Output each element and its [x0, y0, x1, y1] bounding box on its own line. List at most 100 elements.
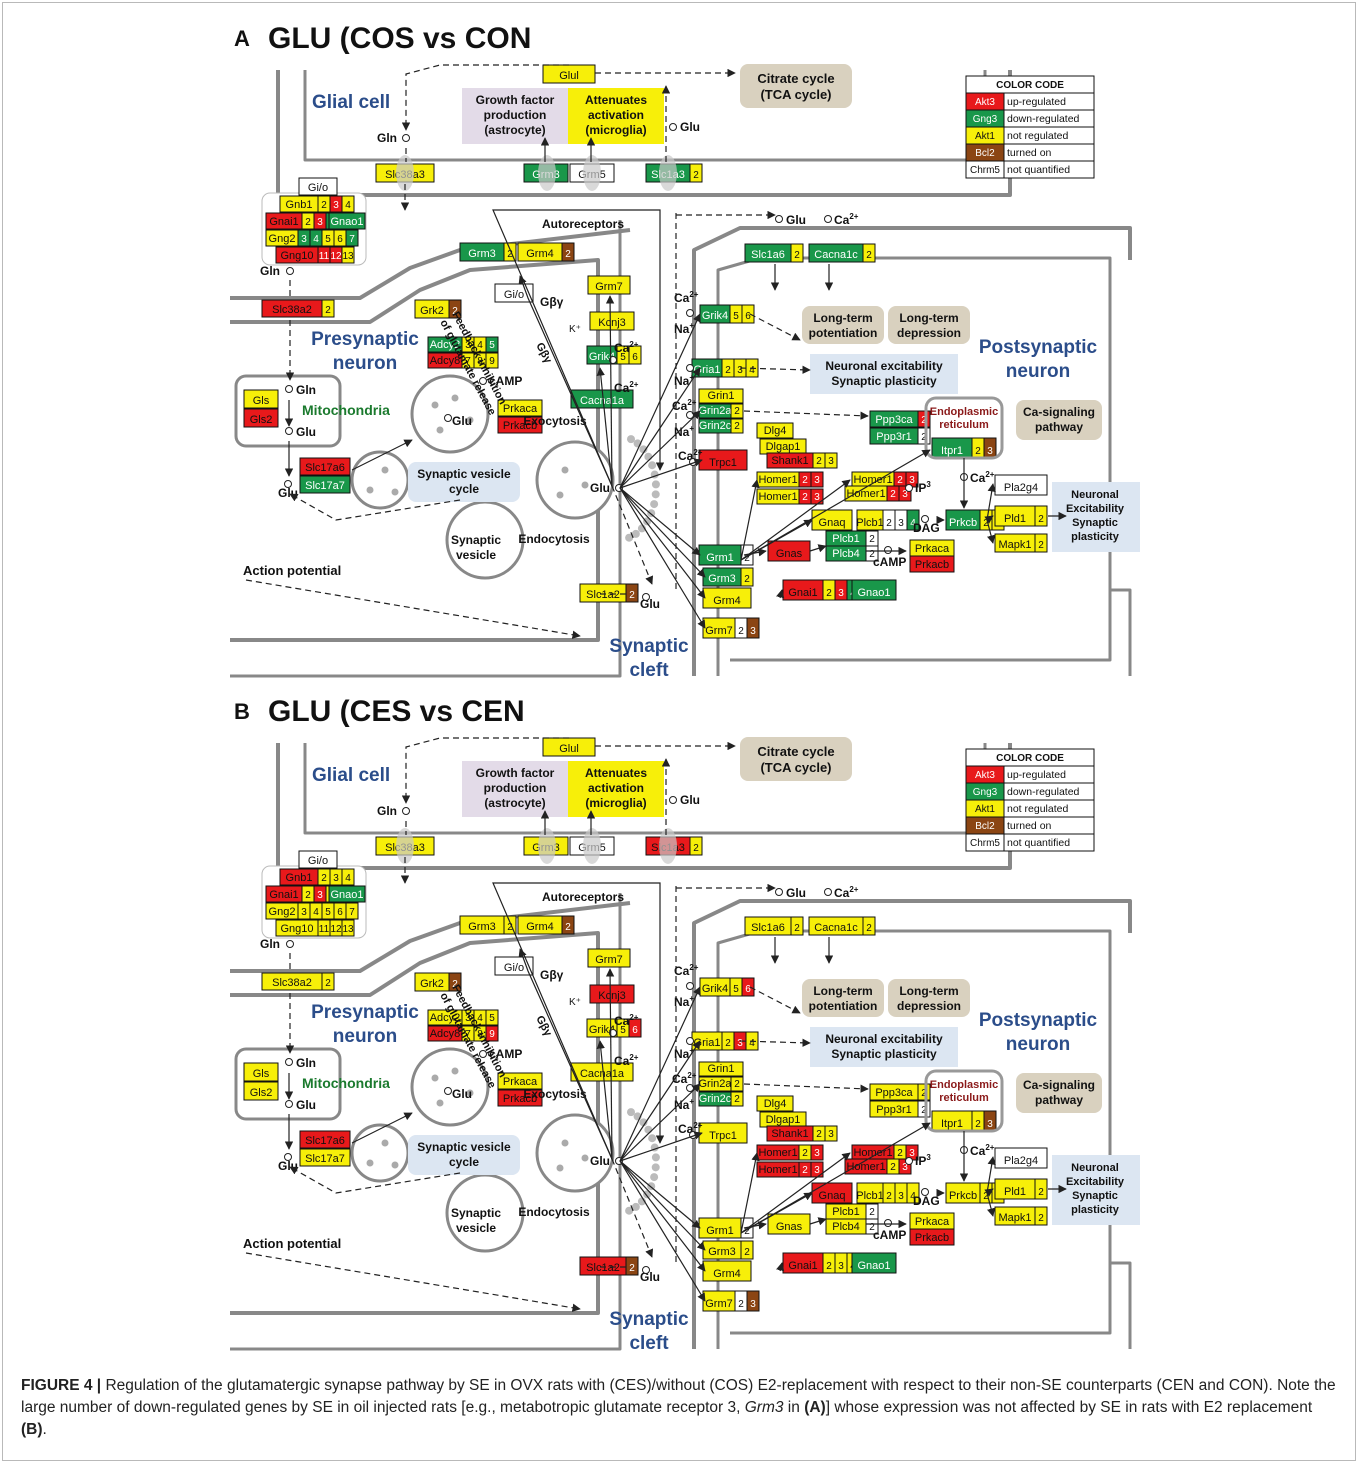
glutamine-label: Gln [260, 937, 280, 951]
gene-isoform-cell [561, 915, 575, 935]
gene-cell [497, 1072, 543, 1090]
gene-isoform-cell [741, 304, 755, 324]
gene-name: Slc38a2 [272, 304, 312, 316]
calcium-label: Ca2+ [834, 212, 859, 227]
pathway-arrow [289, 1166, 461, 1194]
ion-marker [285, 385, 293, 393]
gene-name: Grin2a [698, 405, 732, 417]
ion-marker [775, 215, 783, 223]
pathway-arrow [245, 579, 581, 639]
cell-membrane [692, 226, 1132, 676]
dag-label: DAG [913, 1194, 940, 1208]
gene-isoform-number: 2 [325, 305, 331, 316]
action-potential-text: Action potential [243, 1236, 341, 1251]
gene-isoform-number: 3 [828, 456, 834, 467]
gene-isoform-cell [485, 352, 499, 369]
gene-name: Gnao1 [857, 587, 890, 599]
gene-isoform-cell [824, 1125, 838, 1142]
gene-isoform-cell [741, 977, 755, 997]
gene-isoform-number: 2 [866, 250, 872, 261]
gene-name: Gnai1 [788, 587, 817, 599]
gene-isoform-number: 9 [489, 1029, 495, 1040]
gene-isoform-number: 11 [319, 251, 330, 262]
gene-cell [298, 177, 338, 196]
gene-name: Adcy8 [430, 355, 461, 367]
gene-name: Prkacb [915, 559, 949, 571]
ltd-text: depression [897, 326, 961, 340]
transporter-pore [538, 155, 556, 191]
ltp-text: potentiation [809, 999, 878, 1013]
ion-marker [284, 1153, 292, 1161]
gene-name: Trpc1 [709, 457, 737, 469]
glutamate-dot [651, 490, 660, 499]
gene-isoform-number: 7 [349, 907, 355, 918]
sodium-label: Na+ [674, 321, 694, 336]
cell-membrane [230, 931, 600, 1315]
gene-isoform-number: 2 [921, 1105, 927, 1116]
exocytosis-text: Exocytosis [523, 1087, 587, 1101]
gene-name: Gnai1 [788, 1260, 817, 1272]
postsynaptic-label: neuron [1006, 1034, 1070, 1055]
gene-name: Grm7 [595, 281, 623, 293]
ion-marker [686, 364, 694, 372]
gene-isoform-cell [1034, 533, 1048, 553]
gene-name: Pld1 [1004, 513, 1026, 525]
gene-isoform-number: 2 [826, 588, 832, 599]
gene-isoform-number: 4 [477, 340, 483, 351]
glutamate-label: Glu [278, 1159, 298, 1173]
g-beta-gamma-text: Gβγ [540, 968, 564, 982]
calcium-label: Ca2+ [970, 1143, 995, 1158]
gene-name: Slc17a7 [305, 480, 345, 492]
pathway-arrow [611, 1158, 654, 1258]
gene-isoform-number: 3 [814, 1165, 820, 1176]
gene-name: Prkcb [949, 517, 977, 529]
ion-marker [824, 215, 832, 223]
gene-cell [587, 275, 631, 295]
camp-label: cAMP [873, 1228, 906, 1242]
gene-name: Slc1a6 [751, 249, 785, 261]
glutamate-dot [644, 1125, 653, 1134]
gene-isoform-number: 2 [744, 1247, 750, 1258]
gene-isoform-number: 2 [816, 1129, 822, 1140]
gene-gls: Gls [243, 1062, 279, 1082]
gene-prkacb-pre: Prkacb [497, 416, 543, 434]
gene-name: Plcb4 [832, 1221, 860, 1233]
pathway-arrow [776, 1262, 785, 1272]
ca-pathway-box [1016, 1073, 1102, 1113]
camp-label: cAMP [873, 555, 906, 569]
gene-isoform-number: 3 [898, 518, 904, 529]
caption-text-4: . [42, 1421, 47, 1438]
transporter-pore [396, 828, 414, 864]
gene-cell [299, 475, 351, 494]
gene-isoform-number: 7 [349, 234, 355, 245]
gene-trpc1: Trpc1 [698, 1122, 748, 1144]
sodium-label: Na+ [674, 1097, 694, 1112]
gene-isoform-number: 4 [910, 1191, 916, 1202]
calcium-label: Ca2+ [970, 470, 995, 485]
glutamate-dot [626, 435, 635, 444]
gene-isoform-number: 5 [325, 907, 331, 918]
action-potential-text: Action potential [243, 563, 341, 578]
glutamate-dot [556, 491, 564, 499]
gene-name: Dlgap1 [766, 441, 801, 453]
gene-isoform-number: 2 [452, 979, 458, 990]
gene-cell [298, 850, 338, 869]
synaptic-vesicle-shape [350, 1123, 410, 1183]
gene-isoform-cell [746, 1290, 760, 1312]
gene-isoform-cell [689, 163, 703, 183]
gene-isoform-number: 2 [869, 1207, 875, 1218]
citrate-cycle-text: Citrate cycle [757, 71, 834, 86]
legend-sample: Akt1 [975, 804, 995, 815]
glutamate-label: Glu [296, 425, 316, 439]
gene-gnao1-post: Gnao1 [851, 579, 897, 601]
pathway-arrow [619, 410, 701, 489]
gene-gio-pre: Gi/o [494, 956, 534, 976]
attenuates-text: Attenuates [585, 93, 647, 107]
